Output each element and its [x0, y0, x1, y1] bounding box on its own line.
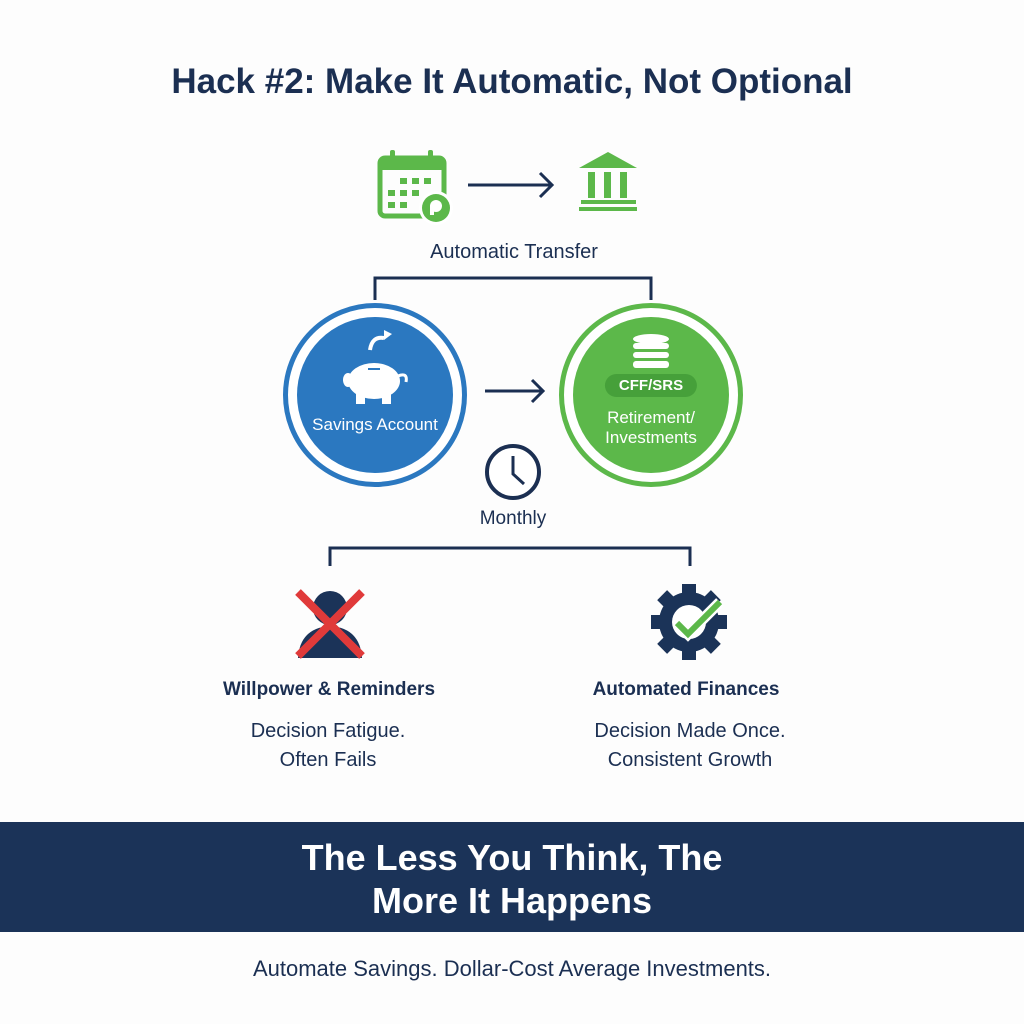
automated-description: Decision Made Once. Consistent Growth — [594, 717, 785, 775]
piggy-bank-icon — [343, 330, 408, 404]
willpower-description: Decision Fatigue. Often Fails — [251, 717, 406, 775]
diagram-graphics — [295, 150, 727, 660]
willpower-heading: Willpower & Reminders — [222, 679, 436, 700]
gear-check-icon — [651, 584, 727, 660]
arrow-right-icon — [468, 171, 555, 199]
savings-account-label: Savings Account — [312, 415, 438, 434]
connector-bracket-bottom — [328, 546, 692, 566]
willpower-line1: Decision Fatigue. — [250, 720, 406, 742]
monthly-label: Monthly — [479, 508, 547, 529]
banner-line1: The Less You Think, The — [301, 837, 723, 878]
page-title: Hack #2: Make It Automatic, Not Optional — [171, 62, 853, 101]
banner — [0, 822, 1024, 932]
calendar-icon — [377, 150, 453, 225]
willpower-line2: Often Fails — [279, 749, 377, 771]
automated-line2: Consistent Growth — [607, 749, 773, 771]
cff-srs-badge: CFF/SRS — [604, 374, 698, 397]
footer-text: Automate Savings. Dollar-Cost Average In… — [252, 956, 772, 981]
banner-line2: More It Happens — [371, 880, 653, 921]
automated-heading: Automated Finances — [592, 679, 780, 700]
coin-stack-icon — [633, 334, 669, 368]
bank-icon — [579, 152, 637, 211]
retirement-investments-label: Retirement/ Investments — [605, 408, 697, 448]
arrow-right-icon — [485, 378, 546, 404]
banner-text: The Less You Think, The More It Happens — [302, 836, 723, 922]
clock-icon — [485, 444, 541, 500]
automatic-transfer-label: Automatic Transfer — [430, 241, 598, 263]
retirement-label-line1: Retirement/ — [607, 408, 695, 427]
person-crossed-icon — [295, 589, 365, 659]
connector-bracket-top — [373, 276, 653, 300]
retirement-label-line2: Investments — [605, 428, 697, 447]
automated-line1: Decision Made Once. — [594, 720, 786, 742]
